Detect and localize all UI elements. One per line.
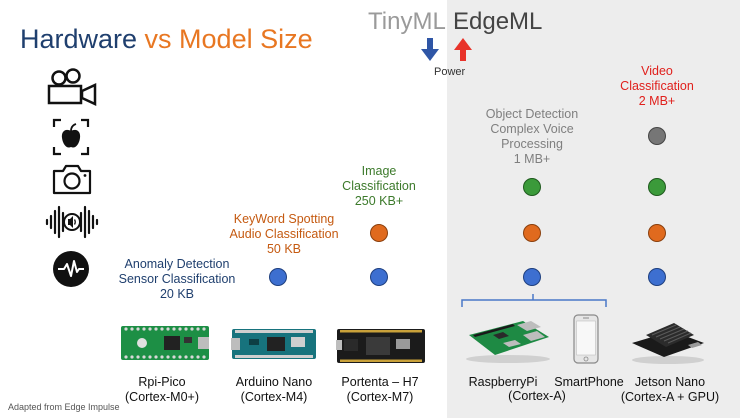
audio-wave-icon xyxy=(45,205,99,239)
raspberry-pi-board-image xyxy=(466,321,550,363)
device-name: Rpi-Pico xyxy=(138,375,186,389)
arduino-nano-board-image xyxy=(231,329,316,359)
raspberry-pi-label: RaspberryPi xyxy=(468,375,538,389)
label-line: Object Detection xyxy=(485,107,579,121)
raspi-smartphone-bracket xyxy=(461,294,607,307)
image-classification-label: Image Classification 250 KB+ xyxy=(325,164,433,209)
raspi-anomaly-dot xyxy=(523,268,541,286)
jetson-nano-label: Jetson Nano (Cortex-A + GPU) xyxy=(618,375,722,405)
video-camera-icon xyxy=(47,68,97,106)
jetson-image-dot xyxy=(648,178,666,196)
portenta-anomaly-dot xyxy=(370,268,388,286)
label-line: 20 KB xyxy=(159,287,195,301)
jetson-nano-board-image xyxy=(632,323,704,364)
label-line: 250 KB+ xyxy=(354,194,404,208)
keyword-spotting-label: KeyWord Spotting Audio Classification 50… xyxy=(216,212,352,257)
arrow-down-icon xyxy=(421,38,439,61)
label-line: Video xyxy=(641,64,673,78)
slide-title: Hardware vs Model Size xyxy=(20,24,313,55)
object-detection-label: Object Detection Complex Voice Processin… xyxy=(474,107,590,167)
portenta-keyword-dot xyxy=(370,224,388,242)
anomaly-detection-label: Anomaly Detection Sensor Classification … xyxy=(110,257,244,302)
label-line: 2 MB+ xyxy=(638,94,676,108)
jetson-keyword-dot xyxy=(648,224,666,242)
label-line: Audio Classification xyxy=(229,227,339,241)
device-name: Jetson Nano xyxy=(634,375,706,389)
nano-anomaly-dot xyxy=(269,268,287,286)
device-core: (Cortex-A + GPU) xyxy=(620,390,720,404)
arrow-up-icon xyxy=(454,38,472,61)
device-core: (Cortex-M4) xyxy=(240,390,308,404)
portenta-h7-label: Portenta – H7 (Cortex-M7) xyxy=(332,375,428,405)
footnote: Adapted from Edge Impulse xyxy=(8,402,120,412)
rpi-pico-board-image xyxy=(121,326,209,360)
title-hardware: Hardware xyxy=(20,24,145,54)
tinyml-label: TinyML xyxy=(368,8,446,35)
label-line: Anomaly Detection xyxy=(124,257,230,271)
device-name: Portenta – H7 xyxy=(341,375,419,389)
smartphone-image xyxy=(573,314,599,364)
label-line: Image xyxy=(361,164,397,178)
edgeml-label: EdgeML xyxy=(453,8,543,35)
device-core: (Cortex-M0+) xyxy=(125,390,199,404)
camera-icon xyxy=(52,164,92,195)
arduino-nano-label: Arduino Nano (Cortex-M4) xyxy=(226,375,322,405)
jetson-object-dot xyxy=(648,127,666,145)
power-arrows xyxy=(421,38,472,61)
pulse-sensor-icon xyxy=(53,251,89,287)
portenta-h7-board-image xyxy=(336,329,425,363)
video-classification-label: Video Classification 2 MB+ xyxy=(612,64,702,109)
device-core: (Cortex-M7) xyxy=(346,390,414,404)
power-label: Power xyxy=(434,66,466,78)
raspi-smartphone-core-label: (Cortex-A) xyxy=(508,389,566,403)
raspi-image-dot xyxy=(523,178,541,196)
image-apple-icon xyxy=(52,118,90,156)
smartphone-label: SmartPhone xyxy=(554,375,624,389)
label-line: Processing xyxy=(501,137,563,151)
label-line: Sensor Classification xyxy=(118,272,236,286)
raspi-keyword-dot xyxy=(523,224,541,242)
title-model-size: vs Model Size xyxy=(144,24,313,54)
label-line: Classification xyxy=(342,179,416,193)
label-line: KeyWord Spotting xyxy=(233,212,335,226)
label-line: Classification xyxy=(620,79,694,93)
jetson-anomaly-dot xyxy=(648,268,666,286)
rpi-pico-label: Rpi-Pico (Cortex-M0+) xyxy=(112,375,212,405)
label-line: 50 KB xyxy=(266,242,302,256)
label-line: 1 MB+ xyxy=(513,152,551,166)
device-name: Arduino Nano xyxy=(235,375,313,389)
label-line: Complex Voice xyxy=(490,122,574,136)
